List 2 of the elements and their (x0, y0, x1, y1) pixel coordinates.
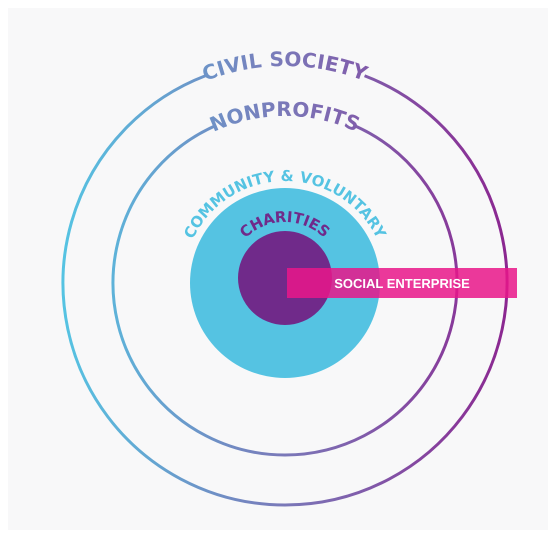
curved-label: NONPROFITS (206, 97, 364, 137)
curved-label: CIVIL SOCIETY (199, 47, 371, 86)
